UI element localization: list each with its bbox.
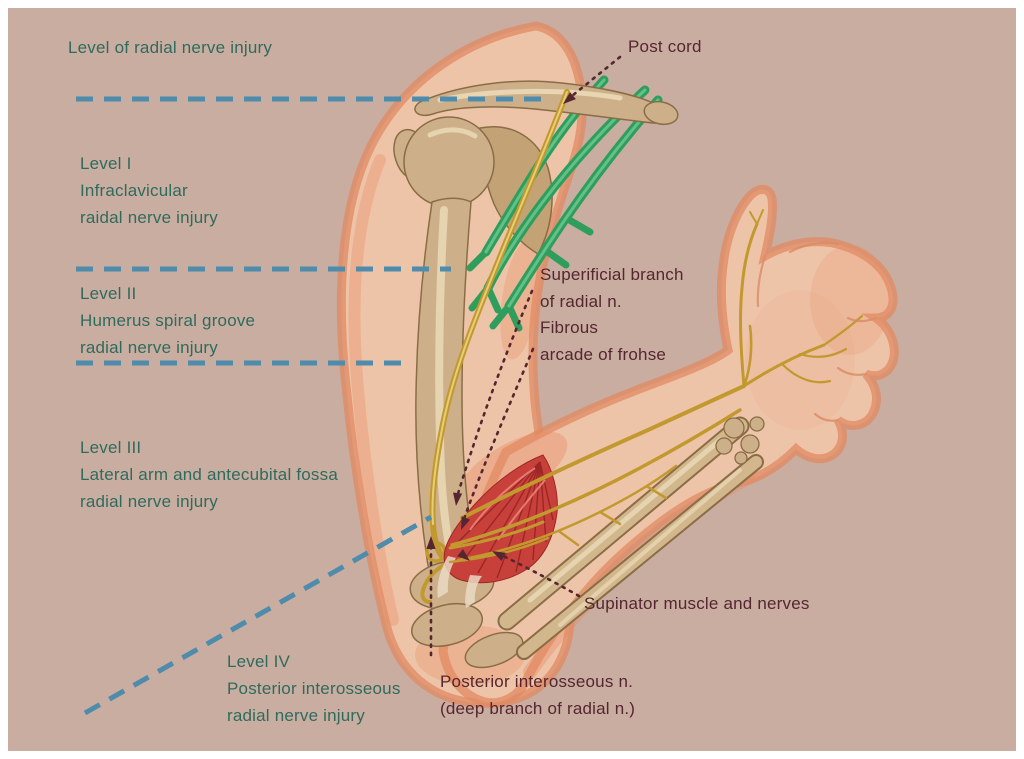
supinator-text: Supinator muscle and nerves [584,594,810,613]
post-cord-label: Post cord [628,33,702,60]
fibrous-arcade-arrow [461,516,471,530]
figure-title: Level of radial nerve injury [68,34,272,61]
level-1-label: Level I Infraclavicular raidal nerve inj… [80,150,218,231]
humeral-head-bone [393,116,495,208]
level-4-line-1: Level IV [227,652,291,671]
fibrous-arcade-label: Fibrous arcade of frohse [540,314,666,368]
superficial-branch-line-1: Superificial branch [540,265,684,284]
post-cord-text: Post cord [628,37,702,56]
posterior-interosseous-line-1: Posterior interosseous n. [440,672,634,691]
level-2-label: Level II Humerus spiral groove radial ne… [80,280,255,361]
posterior-interosseous-line-2: (deep branch of radial n.) [440,699,636,718]
fibrous-arcade-leader [461,347,535,524]
superficial-branch-leader [455,289,534,499]
post-cord-arrow [563,92,576,104]
superficial-branch-line-2: of radial n. [540,292,622,311]
level-2-line-1: Level II [80,284,137,303]
supinator-muscle [437,454,558,608]
level-3-line-3: radial nerve injury [80,492,218,511]
posterior-interosseous-label: Posterior interosseous n. (deep branch o… [440,668,635,722]
supinator-label: Supinator muscle and nerves [584,590,810,617]
level-3-line-2: Lateral arm and antecubital fossa [80,465,338,484]
level-1-line-1: Level I [80,154,132,173]
level-2-line-2: Humerus spiral groove [80,311,256,330]
level-line-4-diagonal [83,514,433,716]
radial-nerve [420,89,570,604]
arcade-detail-arrow [457,549,470,561]
fibrous-arcade-line-2: arcade of frohse [540,345,667,364]
level-2-line-3: radial nerve injury [80,338,218,357]
leader-arrowheads [426,92,576,562]
supinator-leader [497,552,581,598]
carpal-bones [715,416,765,465]
posterior-interosseous-arrow [426,536,436,549]
hand-nerve-branches [739,209,864,388]
level-1-line-3: raidal nerve injury [80,208,218,227]
leader-lines [429,55,622,657]
fibrous-arcade-line-1: Fibrous [540,318,599,337]
level-4-line-2: Posterior interosseous [227,679,401,698]
ulna-bone [516,454,764,660]
superficial-branch-label: Superificial branch of radial n. [540,261,684,315]
hand-creases [756,241,878,422]
superficial-branch-arrow [453,492,463,506]
level-4-line-3: radial nerve injury [227,706,365,725]
supinator-arrow [492,551,506,562]
figure-title-text: Level of radial nerve injury [68,38,273,57]
level-dashed-lines [76,96,546,716]
level-3-line-1: Level III [80,438,142,457]
level-1-line-2: Infraclavicular [80,181,188,200]
clavicle-bone [414,80,679,126]
post-cord-leader [565,55,622,102]
level-3-label: Level III Lateral arm and antecubital fo… [80,434,338,515]
level-4-label: Level IV Posterior interosseous radial n… [227,648,401,729]
radius-bone [497,416,750,631]
